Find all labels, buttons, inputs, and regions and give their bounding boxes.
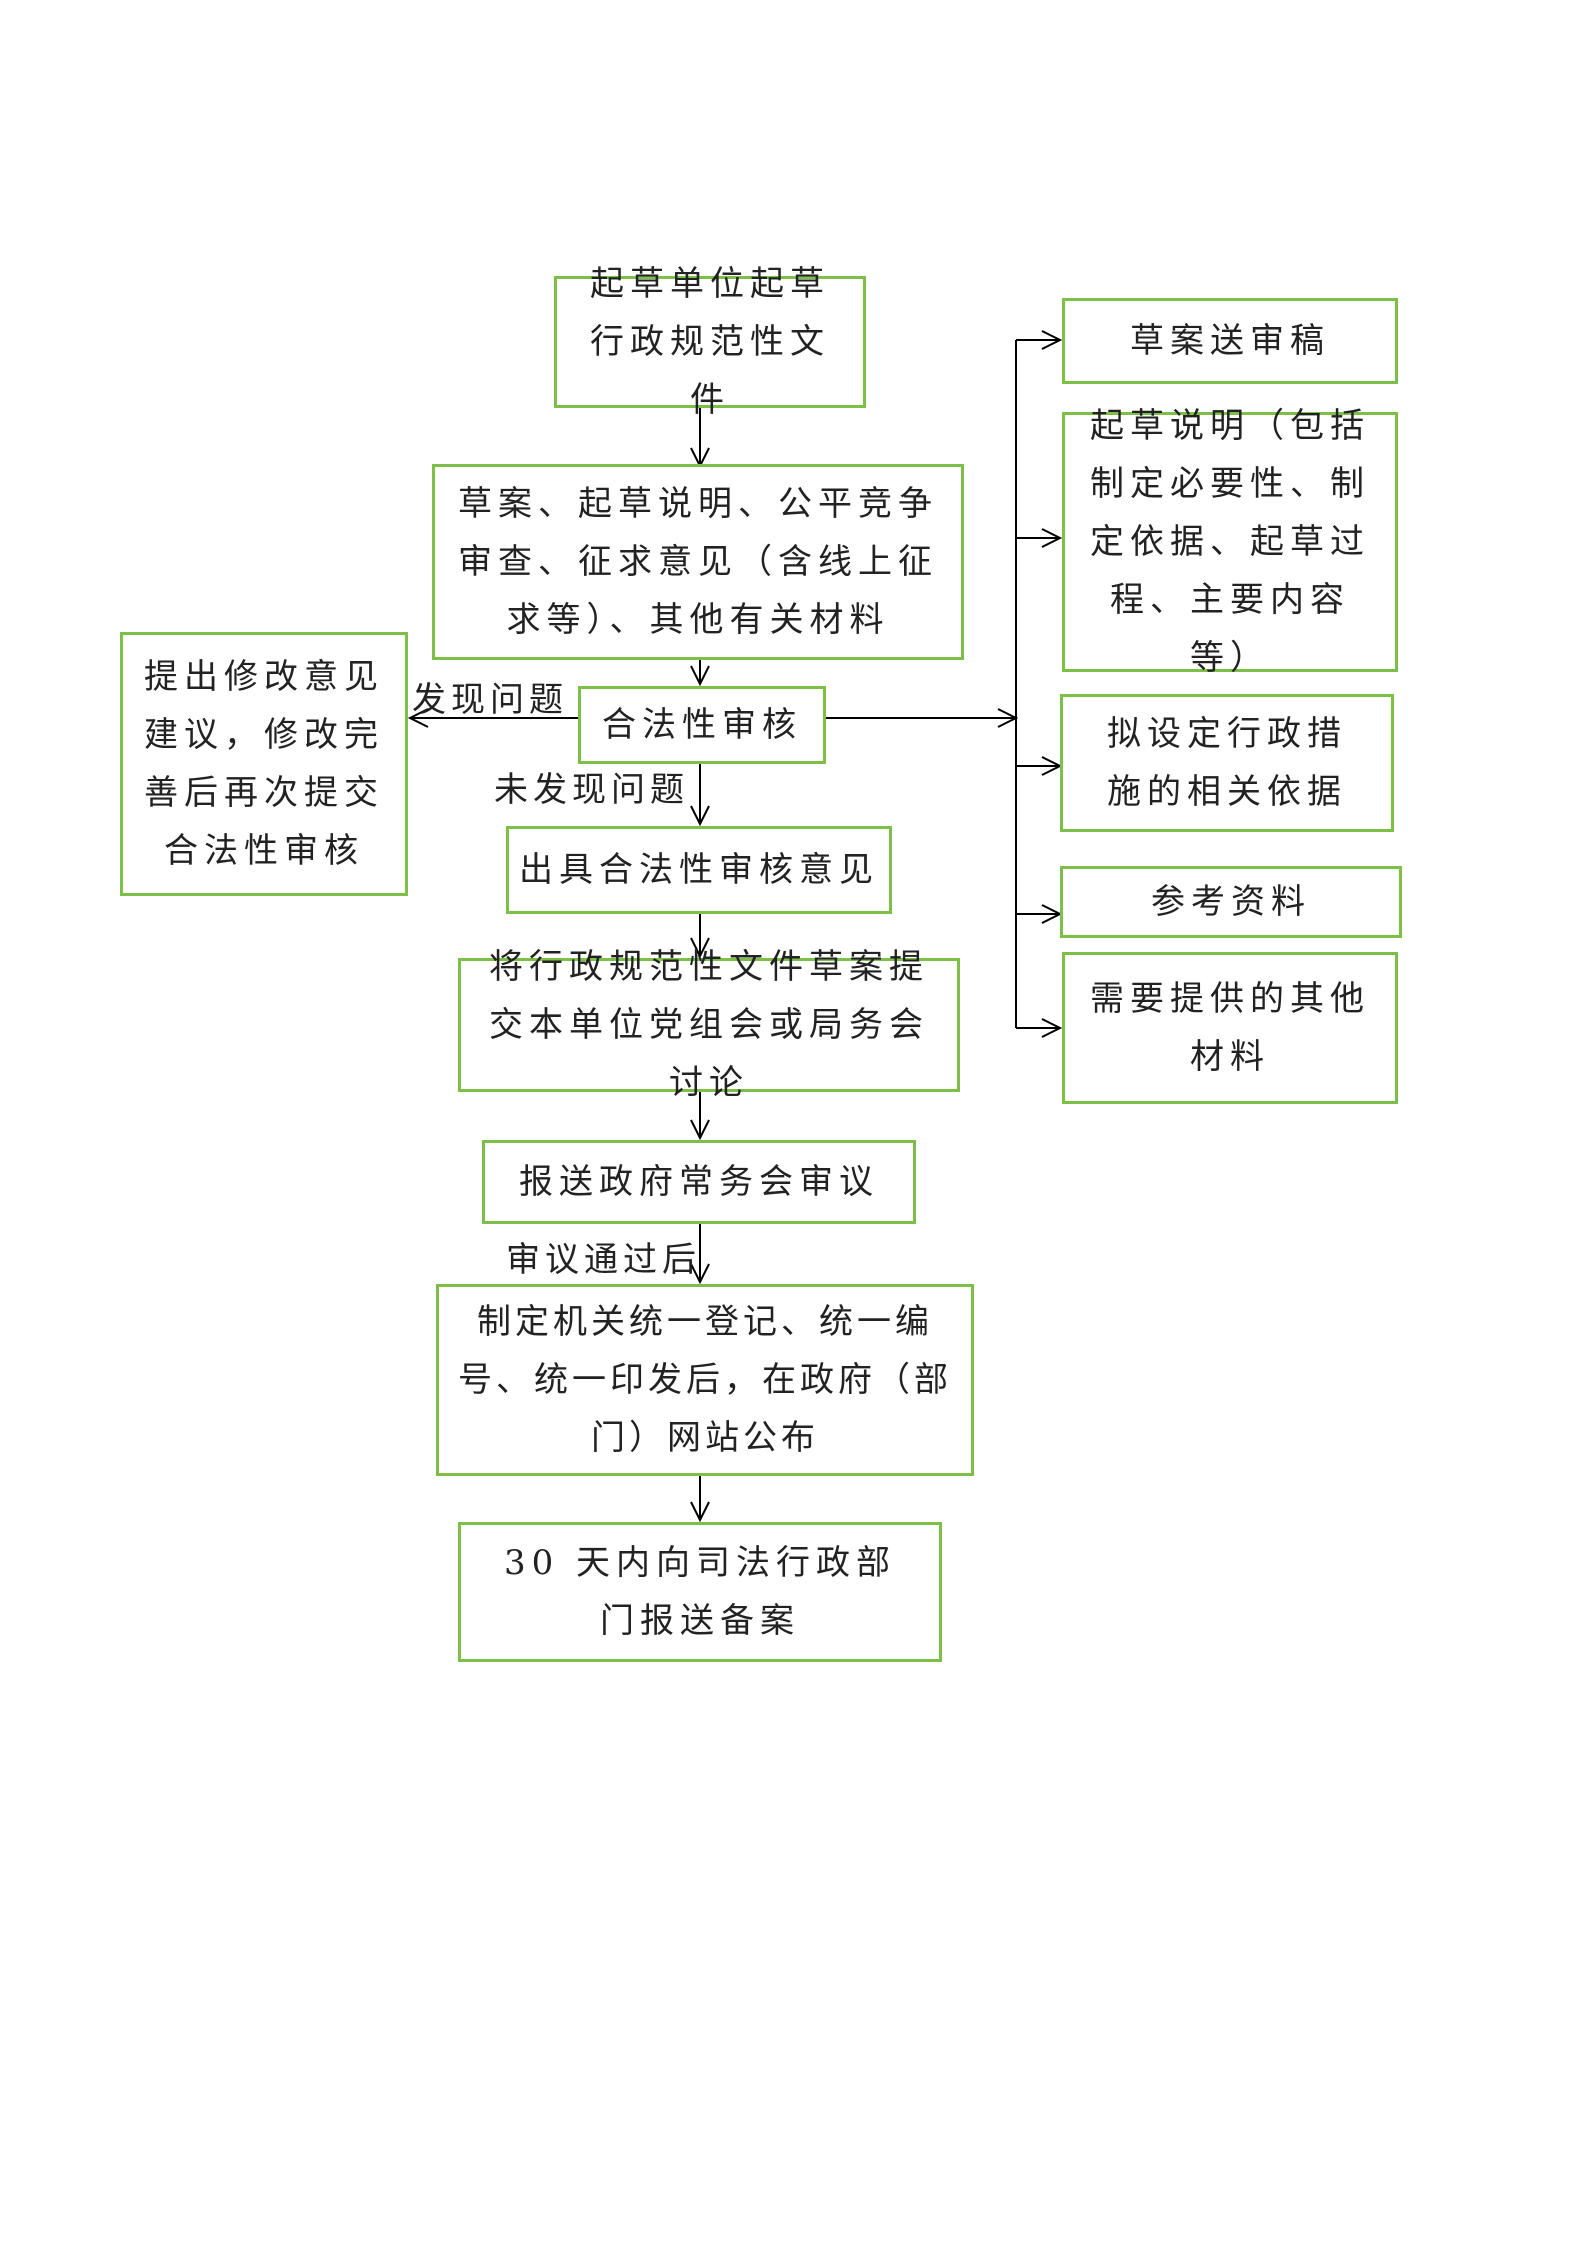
- step-review-opinion-text: 出具合法性审核意见: [519, 850, 879, 890]
- revise-resubmit-box: 提出修改意见建议，修改完善后再次提交合法性审核: [120, 632, 408, 896]
- step-publish-box: 制定机关统一登记、统一编号、统一印发后，在政府（部门）网站公布: [436, 1284, 974, 1476]
- step-draft-text: 起草单位起草行政规范性文件: [590, 264, 830, 420]
- material-explanation-text: 起草说明（包括制定必要性、制定依据、起草过程、主要内容等）: [1090, 406, 1370, 678]
- label-after-approval: 审议通过后: [506, 1240, 701, 1280]
- revise-resubmit-text: 提出修改意见建议，修改完善后再次提交合法性审核: [144, 657, 384, 871]
- material-basis-box: 拟设定行政措施的相关依据: [1060, 694, 1394, 832]
- step-filing-text: 30 天内向司法行政部门报送备案: [503, 1543, 897, 1641]
- label-no-problem-found: 未发现问题: [494, 770, 689, 810]
- label-problem-found: 发现问题: [412, 680, 568, 720]
- material-explanation-box: 起草说明（包括制定必要性、制定依据、起草过程、主要内容等）: [1062, 406, 1398, 678]
- step-review-opinion-box: 出具合法性审核意见: [506, 826, 892, 914]
- material-other-text: 需要提供的其他材料: [1090, 979, 1370, 1077]
- step-legality-review-text: 合法性审核: [602, 705, 802, 745]
- step-government-meeting-text: 报送政府常务会审议: [519, 1162, 879, 1202]
- step-materials-text: 草案、起草说明、公平竞争审查、征求意见（含线上征求等）、其他有关材料: [458, 484, 938, 640]
- step-meeting-discussion-box: 将行政规范性文件草案提交本单位党组会或局务会讨论: [458, 947, 960, 1103]
- material-reference-box: 参考资料: [1060, 866, 1402, 938]
- step-government-meeting-box: 报送政府常务会审议: [482, 1140, 916, 1224]
- step-filing-box: 30 天内向司法行政部门报送备案: [458, 1522, 942, 1662]
- step-materials-box: 草案、起草说明、公平竞争审查、征求意见（含线上征求等）、其他有关材料: [432, 464, 964, 660]
- material-draft-text: 草案送审稿: [1130, 321, 1330, 361]
- step-publish-text: 制定机关统一登记、统一编号、统一印发后，在政府（部门）网站公布: [458, 1302, 952, 1458]
- material-basis-text: 拟设定行政措施的相关依据: [1107, 714, 1347, 812]
- step-legality-review-box: 合法性审核: [578, 686, 826, 764]
- step-meeting-discussion-text: 将行政规范性文件草案提交本单位党组会或局务会讨论: [489, 947, 929, 1103]
- material-other-box: 需要提供的其他材料: [1062, 952, 1398, 1104]
- material-draft-box: 草案送审稿: [1062, 298, 1398, 384]
- step-draft-box: 起草单位起草行政规范性文件: [554, 264, 866, 420]
- material-reference-text: 参考资料: [1151, 882, 1311, 922]
